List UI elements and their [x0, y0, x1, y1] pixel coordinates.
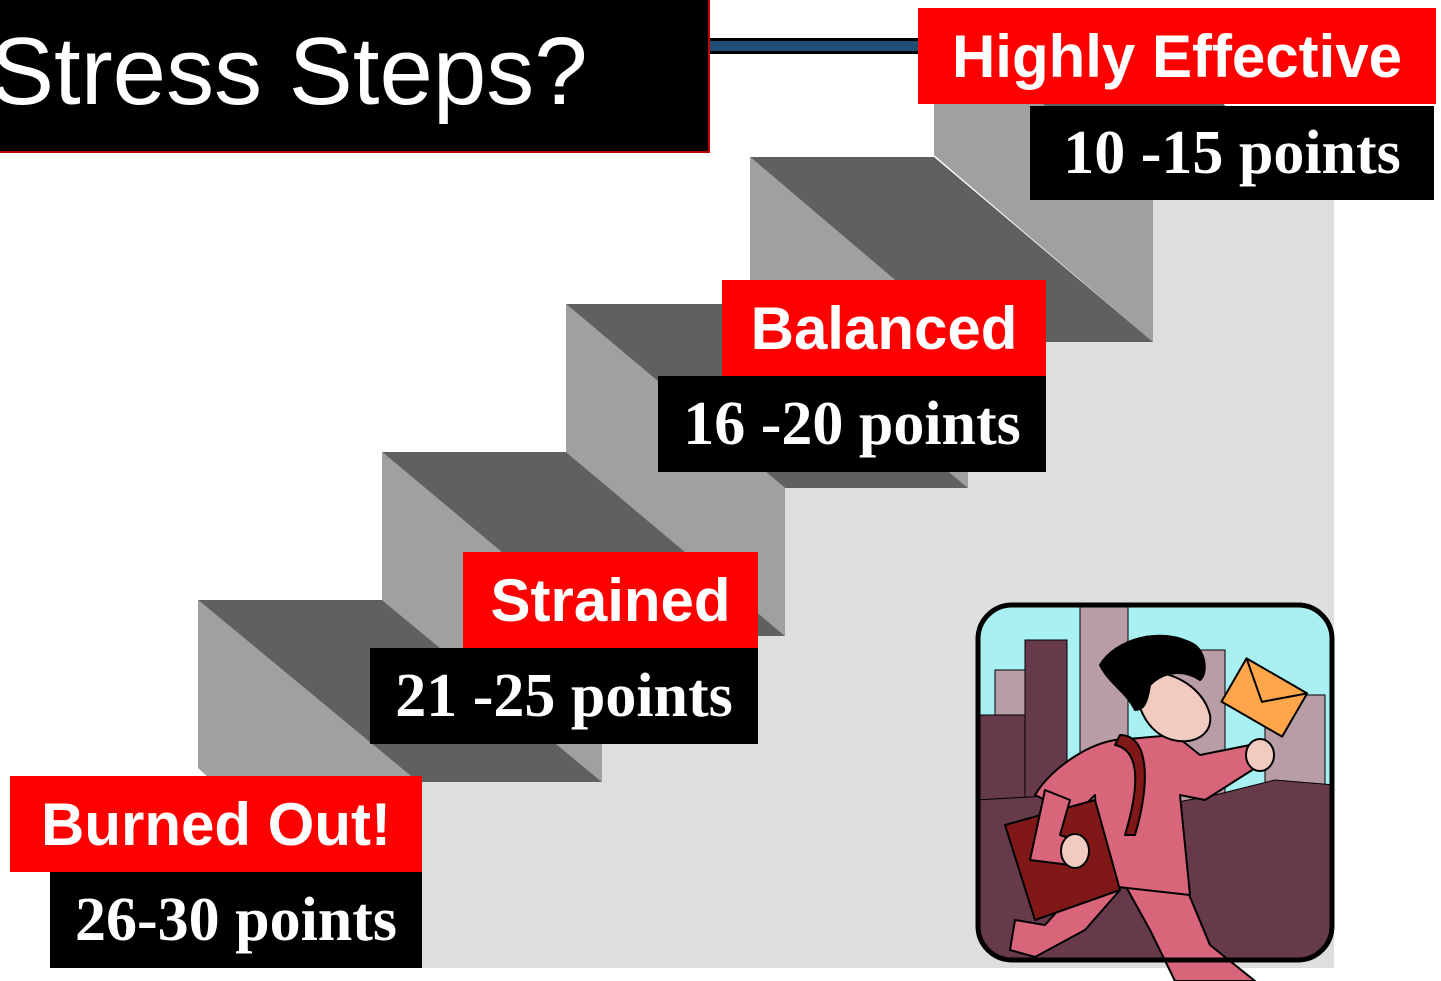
step-label-highly-effective: Highly Effective — [918, 8, 1436, 104]
step-label-strained: Strained — [463, 552, 758, 648]
step-points-strained: 21 -25 points — [370, 648, 758, 744]
step-top-balanced — [750, 157, 1153, 342]
step-points-burned-out: 26-30 points — [50, 872, 422, 968]
page-title: Stress Steps? — [0, 18, 588, 125]
step-points-balanced: 16 -20 points — [658, 376, 1046, 472]
step-label-burned-out: Burned Out! — [10, 776, 422, 872]
step-points-highly-effective: 10 -15 points — [1030, 106, 1434, 200]
title-banner: Stress Steps? — [0, 0, 710, 153]
step-label-balanced: Balanced — [722, 280, 1046, 376]
running-woman-with-envelope-icon — [975, 602, 1335, 981]
title-connector-bar — [710, 38, 922, 54]
